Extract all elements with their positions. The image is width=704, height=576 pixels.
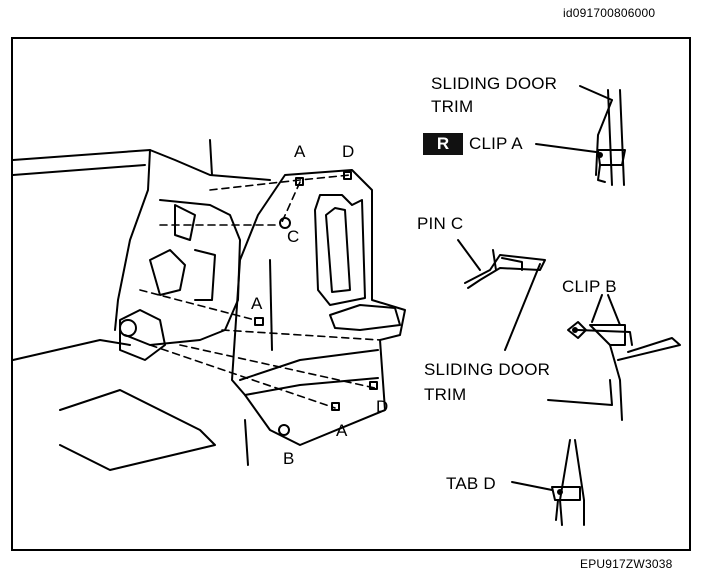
clip-a-shape [597, 149, 626, 166]
letter-c-mid: C [287, 227, 300, 246]
letter-a-mid: A [251, 294, 263, 313]
label-sliding-door-trim-mid-1: SLIDING DOOR [424, 360, 551, 379]
label-clip-b: CLIP B [562, 277, 617, 296]
door-trim-panel [231, 169, 406, 446]
label-clip-a: CLIP A [469, 134, 523, 153]
letter-d-bottom: D [376, 397, 389, 416]
handle-recess [314, 194, 366, 306]
label-sliding-door-trim-top-2: TRIM [431, 97, 474, 116]
label-pin-c: PIN C [417, 214, 464, 233]
figure-code: EPU917ZW3038 [580, 557, 673, 571]
door-opening-edge [114, 149, 151, 331]
clip-b-leader-1 [591, 294, 603, 323]
clip-a-leader [535, 143, 597, 153]
vehicle-body-line [12, 149, 271, 181]
tab-d-leader [511, 481, 553, 491]
pin-c-leader [457, 239, 481, 271]
letter-d-top: D [342, 142, 355, 161]
tab-d-section [559, 439, 571, 526]
diagram-frame [11, 37, 691, 551]
image-id: id091700806000 [563, 6, 656, 20]
letter-a-bottom: A [336, 421, 348, 440]
tab-d-shape [551, 486, 581, 501]
letter-a-top: A [294, 142, 306, 161]
trim-top-leader [579, 85, 613, 101]
letter-b-bottom: B [283, 449, 295, 468]
armrest [329, 304, 401, 331]
trim-mid-leader-top [504, 263, 541, 351]
r-badge: R [423, 133, 463, 155]
label-sliding-door-trim-mid-2: TRIM [424, 385, 467, 404]
trim-mid-leader-bottom [547, 379, 613, 406]
label-tab-d: TAB D [446, 474, 496, 493]
latch-housing [119, 309, 166, 361]
pin-c-shape [464, 254, 546, 289]
label-sliding-door-trim-top-1: SLIDING DOOR [431, 74, 558, 93]
clip-b-leader-2 [607, 294, 621, 326]
